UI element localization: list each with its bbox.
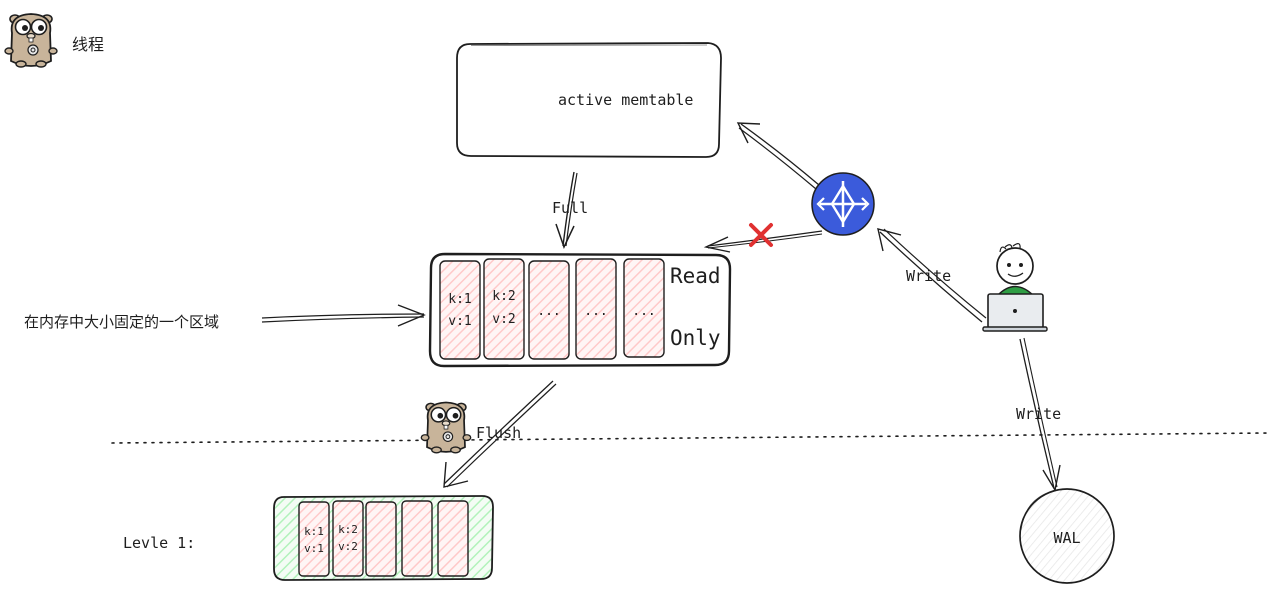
person-icon <box>996 247 1034 285</box>
read-label: Read <box>670 264 721 288</box>
laptop-icon <box>982 293 1048 332</box>
level1-cell <box>401 500 433 577</box>
full-label: Full <box>552 199 588 217</box>
flush-gopher-icon <box>420 401 472 454</box>
write-to-wal-arrow: Write <box>1016 337 1061 492</box>
fixed-region-label: 在内存中大小固定的一个区域 <box>24 313 219 331</box>
client-person <box>982 243 1048 332</box>
legend-label: 线程 <box>72 35 104 54</box>
level1-cell <box>365 501 397 577</box>
level1-label: Levle 1: <box>123 534 195 552</box>
memtable-label: active memtable <box>558 91 693 109</box>
legend: 线程 <box>4 13 104 68</box>
cell-key: k:1 <box>304 525 324 538</box>
wal-label: WAL <box>1053 529 1080 547</box>
gopher-icon <box>4 13 58 68</box>
level1-cell <box>437 500 469 577</box>
flush-label: Flush <box>476 424 521 442</box>
svg-text:Levle 1:: Levle 1: <box>123 534 195 552</box>
flush-arrow: Flush <box>420 380 557 488</box>
immutable-cell: ... <box>623 258 665 358</box>
immutable-cell: ... <box>575 258 617 360</box>
router-to-immutable-blocked-arrow <box>703 223 823 253</box>
write-label-top: Write <box>906 267 951 285</box>
cell-ellipsis: ... <box>537 304 560 319</box>
cell-value: v:2 <box>338 540 358 553</box>
cell-key: k:2 <box>492 289 515 304</box>
level1-cell: k:1 v:1 <box>298 501 330 577</box>
cell-ellipsis: ... <box>584 304 607 319</box>
cell-value: v:2 <box>492 312 515 327</box>
immutable-cell: ... <box>528 260 570 360</box>
wal-node: WAL <box>1019 488 1115 584</box>
cell-ellipsis: ... <box>632 304 655 319</box>
active-memtable: active memtable <box>456 42 722 158</box>
cell-key: k:2 <box>338 523 358 536</box>
cell-key: k:1 <box>448 292 471 307</box>
level1-sstable: k:1 v:1 k:2 v:2 <box>273 495 494 581</box>
only-label: Only <box>670 326 721 350</box>
router-to-memtable-arrow <box>736 122 820 190</box>
write-to-router-arrow: Write <box>877 228 987 323</box>
fixed-region-annotation: 在内存中大小固定的一个区域 <box>24 304 426 331</box>
immutable-cell: k:2 v:2 <box>483 258 525 360</box>
router-node <box>811 172 875 236</box>
cell-value: v:1 <box>448 314 471 329</box>
level1-cell: k:2 v:2 <box>332 500 364 577</box>
immutable-cell: k:1 v:1 <box>439 260 481 360</box>
immutable-memtable: k:1 v:1 k:2 v:2 ... ... ... Read Only <box>428 252 732 368</box>
memory-disk-divider <box>111 432 1269 444</box>
immutable-cells: k:1 v:1 k:2 v:2 ... ... ... <box>439 258 665 360</box>
cross-icon <box>749 223 773 247</box>
write-label-bottom: Write <box>1016 405 1061 423</box>
cell-value: v:1 <box>304 542 324 555</box>
full-arrow: Full <box>552 171 588 249</box>
